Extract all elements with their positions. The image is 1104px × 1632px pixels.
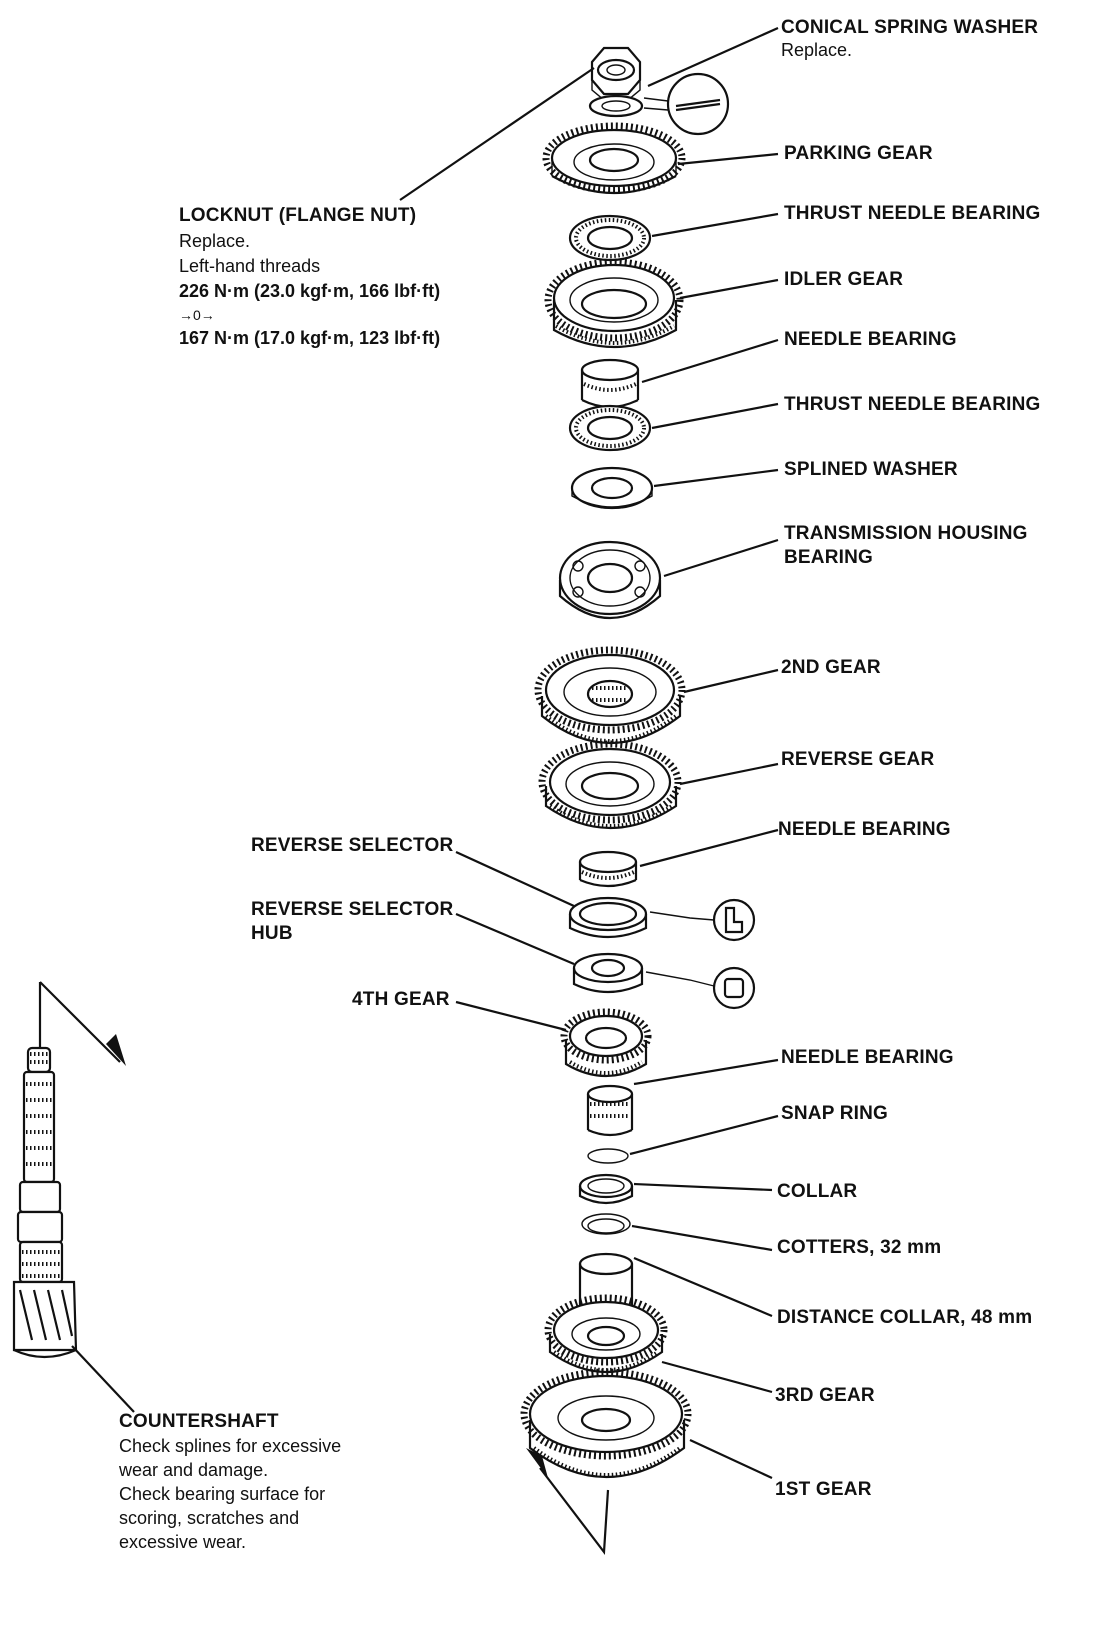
collar-part	[578, 1173, 634, 1205]
thrust-needle-bearing-2-part	[568, 404, 652, 452]
reverse-selector-hub-label: REVERSE SELECTOR	[251, 899, 454, 920]
reverse-gear-part	[538, 740, 682, 829]
thrust-needle-bearing-1-part	[568, 214, 652, 262]
conical-spring-washer-part	[588, 72, 730, 136]
third-gear-label: 3RD GEAR	[775, 1385, 875, 1406]
first-gear-part	[520, 1368, 692, 1479]
countershaft-label: COUNTERSHAFT	[119, 1411, 279, 1432]
shaft-axis-pointer	[526, 1448, 610, 1556]
needle-bearing-3-label: NEEDLE BEARING	[781, 1047, 954, 1068]
reverse-selector-label: REVERSE SELECTOR	[251, 835, 454, 856]
first-gear-label: 1ST GEAR	[775, 1479, 872, 1500]
snap-ring-part	[587, 1148, 629, 1164]
countershaft-note-1: Check splines for excessive	[119, 1436, 342, 1456]
cotters-label: COTTERS, 32 mm	[777, 1237, 942, 1258]
thrust-needle-bearing-1-label: THRUST NEEDLE BEARING	[784, 203, 1041, 224]
countershaft-note-3: Check bearing surface for	[119, 1484, 326, 1504]
reverse-gear-label: REVERSE GEAR	[781, 749, 935, 770]
third-gear-part	[544, 1294, 668, 1374]
reverse-selector-hub-part	[572, 952, 756, 1010]
snap-ring-label: SNAP RING	[781, 1103, 889, 1124]
locknut-note: Replace.	[179, 231, 251, 251]
second-gear-part	[534, 646, 686, 744]
splined-washer-label: SPLINED WASHER	[784, 459, 958, 480]
idler-gear-label: IDLER GEAR	[784, 269, 904, 290]
locknut-part	[590, 46, 642, 101]
locknut-label: LOCKNUT (FLANGE NUT)	[179, 205, 417, 226]
countershaft-note-2: wear and damage.	[119, 1460, 269, 1480]
transmission-housing-bearing-part	[558, 540, 662, 620]
locknut-torque-2: 167 N·m (17.0 kgf·m, 123 lbf·ft)	[179, 328, 441, 348]
conical-spring-washer-note: Replace.	[781, 40, 853, 60]
locknut-arrow: →0→	[179, 307, 215, 323]
reverse-selector-hub-label-line2: HUB	[251, 923, 293, 944]
parking-gear-label: PARKING GEAR	[784, 143, 933, 164]
countershaft-part	[12, 981, 126, 1359]
locknut-threads: Left-hand threads	[179, 256, 321, 276]
collar-label: COLLAR	[777, 1181, 858, 1202]
distance-collar-label: DISTANCE COLLAR, 48 mm	[777, 1307, 1033, 1328]
reverse-selector-part	[568, 896, 756, 942]
cotters-part	[581, 1213, 631, 1235]
transmission-housing-bearing-label-line2: BEARING	[784, 547, 874, 568]
countershaft-note-4: scoring, scratches and	[119, 1508, 300, 1528]
leader-lines	[71, 26, 779, 1479]
idler-gear-part	[544, 258, 684, 349]
second-gear-label: 2ND GEAR	[781, 657, 881, 678]
locknut-torque-1: 226 N·m (23.0 kgf·m, 166 lbf·ft)	[179, 281, 441, 301]
transmission-housing-bearing-label: TRANSMISSION HOUSING	[784, 523, 1028, 544]
needle-bearing-1-label: NEEDLE BEARING	[784, 329, 957, 350]
splined-washer-part	[570, 466, 654, 510]
countershaft-note-5: excessive wear.	[119, 1532, 247, 1552]
needle-bearing-2-part	[578, 850, 638, 888]
conical-spring-washer-label: CONICAL SPRING WASHER	[781, 17, 1039, 38]
fourth-gear-part	[560, 1008, 652, 1078]
needle-bearing-1-part	[580, 358, 640, 409]
thrust-needle-bearing-2-label: THRUST NEEDLE BEARING	[784, 394, 1041, 415]
needle-bearing-2-label: NEEDLE BEARING	[778, 819, 951, 840]
fourth-gear-label: 4TH GEAR	[352, 989, 450, 1010]
needle-bearing-3-part	[586, 1084, 634, 1137]
parking-gear-part	[542, 122, 686, 195]
